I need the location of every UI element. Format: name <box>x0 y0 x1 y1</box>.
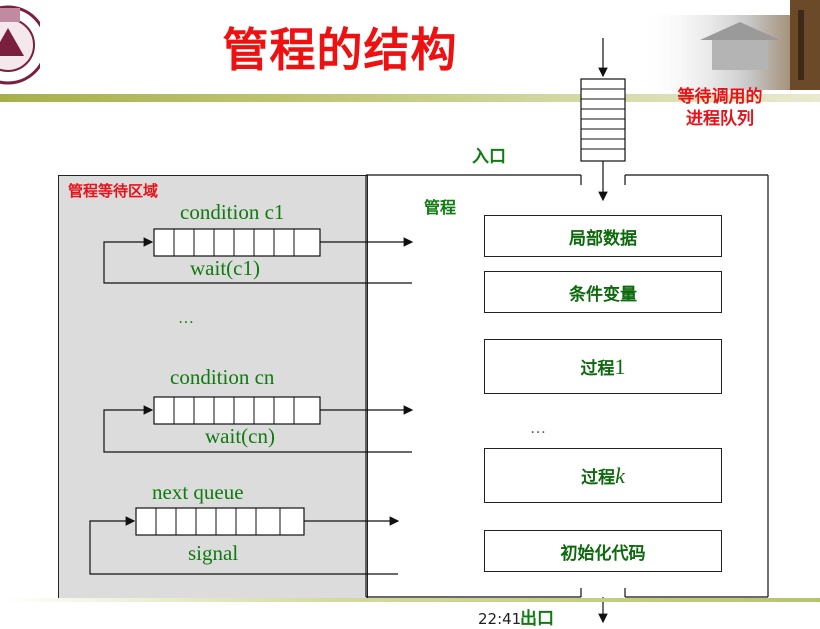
condition-queue-cn <box>103 396 414 453</box>
signal-label: signal <box>188 541 239 565</box>
condition-variables-box: 条件变量 <box>484 271 722 313</box>
init-code-box: 初始化代码 <box>484 530 722 572</box>
slide-title: 管程的结构 <box>222 23 458 77</box>
entry-label: 入口 <box>472 147 506 167</box>
condition-cn-label: condition cn <box>170 365 275 389</box>
left-ellipsis: … <box>178 310 194 327</box>
wait-c1-label: wait(c1) <box>190 256 260 280</box>
university-seal-icon <box>0 5 40 85</box>
next-queue <box>89 507 400 575</box>
condition-queue-c1 <box>103 228 414 284</box>
footer-divider <box>0 598 820 602</box>
right-ellipsis: … <box>530 420 546 437</box>
wait-area-label: 管程等待区域 <box>68 182 159 200</box>
local-data-box: 局部数据 <box>484 215 722 257</box>
university-logo <box>0 0 40 90</box>
condition-c1-label: condition c1 <box>180 200 285 224</box>
header-divider <box>0 94 820 102</box>
procedure-1-prefix: 过程 <box>580 359 615 379</box>
monitor-label: 管程 <box>424 198 457 217</box>
procedure-k-letter: k <box>615 462 625 488</box>
next-queue-label: next queue <box>152 480 244 504</box>
condition-variables-label: 条件变量 <box>569 284 637 305</box>
exit-label: 出口 <box>520 609 554 629</box>
local-data-label: 局部数据 <box>569 228 637 249</box>
procedure-1-number: 1 <box>614 353 626 379</box>
init-code-label: 初始化代码 <box>560 543 646 564</box>
slide-time: 22:41 <box>478 610 522 628</box>
waiting-process-queue-label: 等待调用的 进程队列 <box>677 87 763 129</box>
entry-queue <box>580 38 626 202</box>
procedure-k-prefix: 过程 <box>581 468 616 488</box>
wait-cn-label: wait(cn) <box>205 424 275 448</box>
campus-scenery-decoration <box>640 0 820 95</box>
